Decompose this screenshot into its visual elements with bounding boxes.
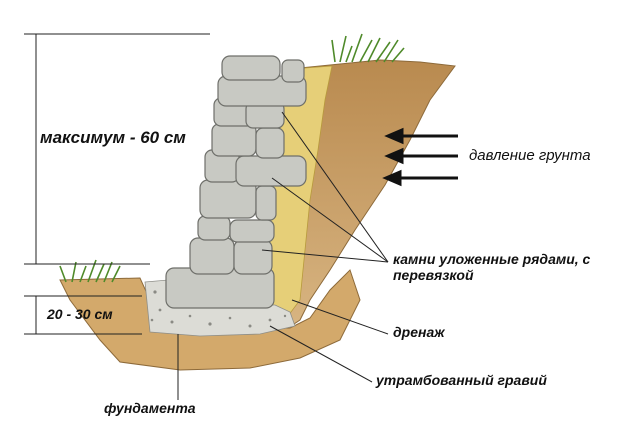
compacted-gravel-label: утрамбованный гравий: [376, 372, 547, 388]
height-dimension: [24, 33, 210, 265]
soil-pressure-label: давление грунта: [469, 147, 591, 164]
stones-label-line2: перевязкой: [393, 267, 474, 284]
foundation-label: фундамента: [104, 400, 196, 416]
stone: [211, 123, 257, 157]
stones-label: камни уложенные рядами, с перевязкой: [393, 251, 590, 283]
stone: [281, 59, 305, 83]
stones-label-line1: камни уложенные рядами, с: [393, 251, 591, 267]
stone: [189, 237, 235, 275]
stone: [197, 215, 231, 241]
drainage-label: дренаж: [393, 324, 445, 340]
grass-top: [331, 33, 405, 63]
stone: [235, 155, 307, 187]
pressure-arrows: [382, 127, 458, 187]
stone: [221, 55, 281, 81]
stone: [233, 239, 273, 275]
stone: [229, 219, 275, 243]
upper-soil: [284, 59, 456, 331]
stone: [255, 185, 277, 221]
grass-bottom: [59, 259, 121, 283]
stone: [255, 127, 285, 159]
gravel-dots: [150, 290, 287, 328]
max-height-label: максимум - 60 см: [40, 128, 186, 147]
leader-lines: [177, 111, 389, 400]
foundation-depth-label: 20 - 30 см: [47, 306, 113, 322]
foundation-dimension: [24, 295, 142, 335]
stone-wall: [165, 55, 307, 309]
